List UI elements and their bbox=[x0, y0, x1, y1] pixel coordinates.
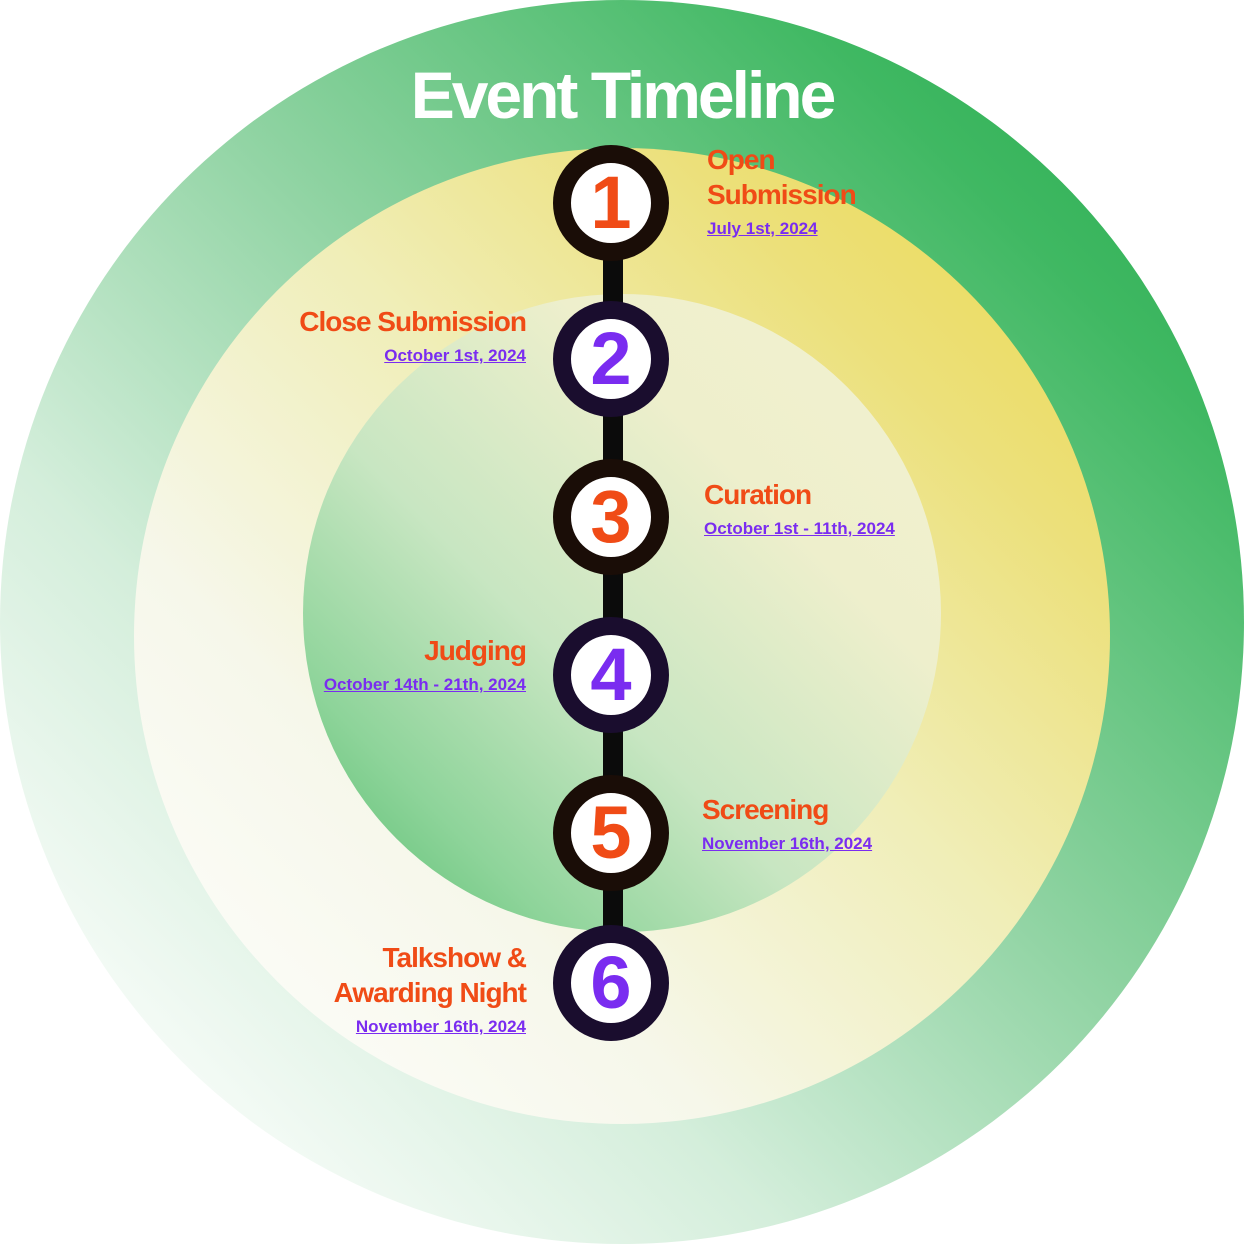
step-2-number: 2 bbox=[590, 317, 632, 400]
step-4-name: Judging bbox=[424, 635, 527, 666]
step-4-label: Judging October 14th - 21th, 2024 bbox=[306, 633, 527, 697]
step-1-name: Open Submission bbox=[707, 144, 857, 210]
step-4-date[interactable]: October 14th - 21th, 2024 bbox=[323, 675, 526, 694]
step-6-name: Talkshow & Awarding Night bbox=[333, 942, 527, 1008]
step-6-date[interactable]: November 16th, 2024 bbox=[355, 1017, 526, 1036]
step-1-label: Open Submission July 1st, 2024 bbox=[707, 142, 927, 241]
step-1-date[interactable]: July 1st, 2024 bbox=[707, 219, 818, 238]
step-1-number: 1 bbox=[590, 161, 632, 244]
step-6-label: Talkshow & Awarding Night November 16th,… bbox=[266, 940, 527, 1039]
step-5-date[interactable]: November 16th, 2024 bbox=[702, 834, 873, 853]
page-title: Event Timeline bbox=[410, 58, 837, 132]
step-1-badge: 1 bbox=[553, 145, 669, 261]
step-2-label: Close Submission October 1st, 2024 bbox=[286, 304, 527, 368]
step-3-badge: 3 bbox=[553, 459, 669, 575]
timeline-connector bbox=[603, 250, 623, 940]
step-6-number: 6 bbox=[590, 941, 632, 1024]
step-5-name: Screening bbox=[702, 794, 829, 825]
step-2-badge: 2 bbox=[553, 301, 669, 417]
step-2-date[interactable]: October 1st, 2024 bbox=[384, 346, 526, 365]
step-6-badge: 6 bbox=[553, 925, 669, 1041]
step-5-label: Screening November 16th, 2024 bbox=[702, 792, 962, 856]
step-3-label: Curation October 1st - 11th, 2024 bbox=[704, 477, 964, 541]
step-4-number: 4 bbox=[590, 633, 632, 716]
step-3-number: 3 bbox=[590, 475, 632, 558]
step-2-name: Close Submission bbox=[299, 306, 527, 337]
step-5-number: 5 bbox=[590, 791, 632, 874]
step-3-date[interactable]: October 1st - 11th, 2024 bbox=[704, 519, 895, 538]
step-3-name: Curation bbox=[704, 479, 812, 510]
step-4-badge: 4 bbox=[553, 617, 669, 733]
step-5-badge: 5 bbox=[553, 775, 669, 891]
